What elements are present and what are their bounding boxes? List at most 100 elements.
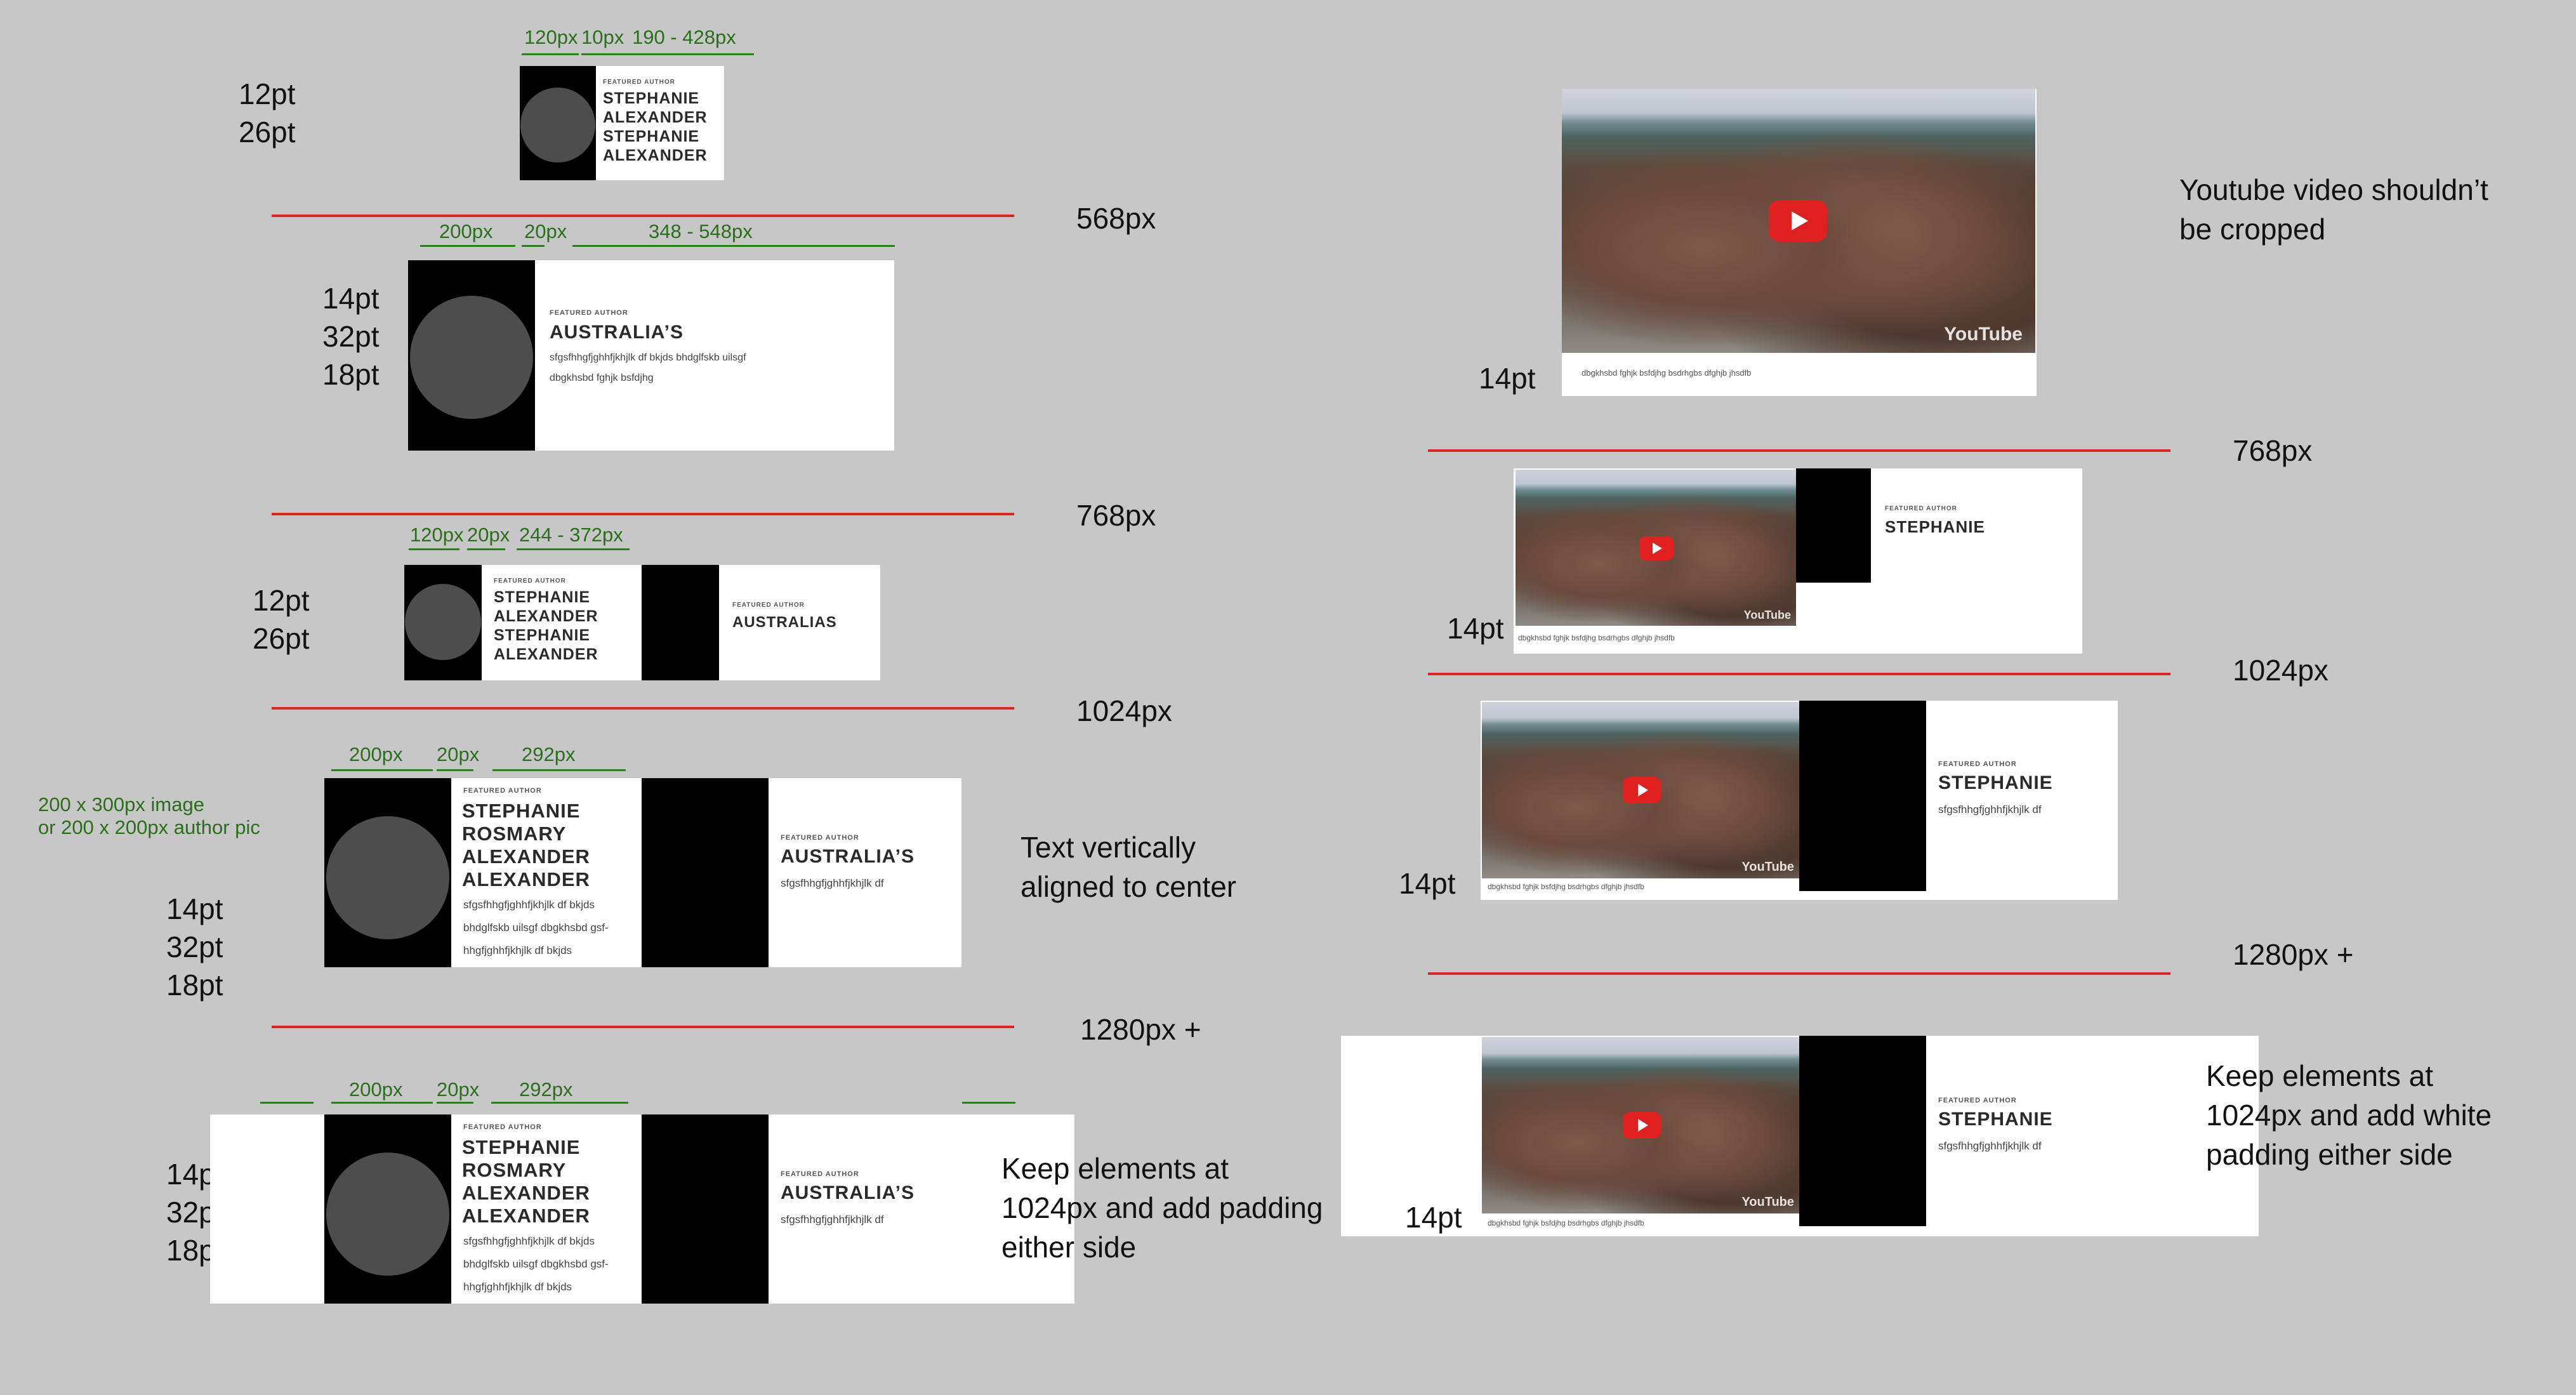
author-name: AUSTRALIA’S: [550, 322, 684, 343]
featured-author-label: FEATURED AUTHOR: [732, 602, 805, 609]
author-name: AUSTRALIA’S: [781, 846, 915, 867]
featured-author-label: FEATURED AUTHOR: [494, 578, 566, 585]
secondary-image: [1796, 468, 1871, 583]
note-keep-padding: Keep elements at 1024px and add padding …: [1001, 1152, 1323, 1264]
dim-label-200: 200px: [349, 743, 403, 765]
author-name: STEPHANIE: [1938, 1109, 2053, 1130]
youtube-video[interactable]: YouTube: [1516, 470, 1796, 626]
youtube-video[interactable]: YouTube: [1482, 702, 1799, 878]
breakpoint-line: [272, 707, 1014, 710]
featured-author-label: FEATURED AUTHOR: [463, 1123, 542, 1131]
breakpoint-line: [1428, 972, 2170, 975]
author-name: STEPHANIE ROSMARY ALEXANDER ALEXANDER: [462, 800, 590, 890]
play-icon[interactable]: [1769, 200, 1827, 242]
featured-author-label: FEATURED AUTHOR: [781, 834, 859, 842]
featured-author-label: FEATURED AUTHOR: [603, 79, 675, 86]
play-icon[interactable]: [1623, 777, 1661, 803]
youtube-video[interactable]: YouTube: [1482, 1037, 1799, 1213]
dim-underline: [962, 1102, 1015, 1104]
secondary-image: [642, 778, 769, 967]
secondary-image: [642, 565, 719, 680]
author-bio: sfgsfhhgfjghhfjkhjlk df bkjds bhdglfskb …: [463, 899, 609, 956]
youtube-logo-icon: YouTube: [1741, 860, 1794, 874]
featured-author-label: FEATURED AUTHOR: [463, 787, 542, 795]
dim-label-20: 20px: [467, 524, 510, 546]
dim-label-10: 10px: [581, 26, 624, 48]
author-bio: sfgsfhhgfjghhfjkhjlk df bkjds bhdglfskb …: [550, 352, 746, 383]
video-caption: dbgkhsbd fghjk bsfdjhg bsdrhgbs dfghjb j…: [1488, 882, 1644, 891]
dim-underline: [522, 245, 545, 247]
breakpoint-line: [1428, 673, 2170, 675]
youtube-video[interactable]: YouTube: [1562, 89, 2035, 353]
note-vertical-center: Text vertically aligned to center: [1020, 831, 1237, 903]
note-youtube-not-cropped: Youtube video shouldn’t be cropped: [2179, 173, 2488, 246]
dim-underline: [622, 53, 754, 55]
breakpoint-line: [272, 1026, 1014, 1028]
dim-label-20: 20px: [437, 743, 480, 765]
dim-label-292: 292px: [522, 743, 576, 765]
dim-underline: [260, 1102, 314, 1104]
breakpoint-label-568: 568px: [1076, 202, 1156, 235]
featured-author-label: FEATURED AUTHOR: [781, 1170, 859, 1178]
dim-label-292: 292px: [519, 1078, 573, 1101]
note-image-size: 200 x 300px image or 200 x 200px author …: [38, 793, 260, 838]
author-avatar: [410, 296, 533, 419]
youtube-logo-icon: YouTube: [1741, 1195, 1794, 1209]
author-name: STEPHANIE ALEXANDER STEPHANIE ALEXANDER: [603, 89, 708, 164]
featured-author-label: FEATURED AUTHOR: [1938, 760, 2017, 768]
author-avatar: [326, 1153, 449, 1276]
secondary-image: [642, 1114, 769, 1304]
secondary-image: [1799, 1036, 1926, 1226]
breakpoint-label-1024: 1024px: [2233, 654, 2328, 687]
font-size-label: 14pt: [166, 892, 223, 925]
font-size-label: 14pt: [1447, 612, 1504, 645]
video-caption: dbgkhsbd fghjk bsfdjhg bsdrhgbs dfghjb j…: [1518, 633, 1675, 642]
font-size-label: 32pt: [166, 930, 223, 963]
breakpoint-label-1280: 1280px +: [2233, 938, 2354, 971]
font-size-label: 18pt: [166, 969, 223, 1002]
dim-underline: [409, 548, 459, 550]
dim-underline: [581, 53, 624, 55]
author-avatar: [405, 584, 481, 660]
play-icon[interactable]: [1623, 1112, 1661, 1139]
dim-underline: [492, 769, 626, 771]
dim-underline: [437, 1102, 473, 1104]
dim-label-244-372: 244 - 372px: [519, 524, 623, 546]
dim-label-120: 120px: [410, 524, 464, 546]
dim-label-20: 20px: [524, 220, 567, 242]
youtube-logo-icon: YouTube: [1944, 324, 2023, 345]
dim-underline: [420, 245, 515, 247]
dim-underline: [467, 548, 505, 550]
video-caption: dbgkhsbd fghjk bsfdjhg bsdrhgbs dfghjb j…: [1582, 368, 1752, 378]
breakpoint-label-1280: 1280px +: [1080, 1013, 1201, 1046]
author-name: STEPHANIE: [1938, 772, 2053, 793]
font-size-label: 18pt: [322, 358, 380, 391]
video-caption: dbgkhsbd fghjk bsfdjhg bsdrhgbs dfghjb j…: [1488, 1219, 1644, 1227]
dim-label-348-548: 348 - 548px: [649, 220, 753, 242]
author-name: AUSTRALIA’S: [781, 1182, 915, 1203]
font-size-label: 14pt: [322, 282, 380, 315]
youtube-logo-icon: YouTube: [1743, 609, 1791, 621]
author-name: STEPHANIE ALEXANDER STEPHANIE ALEXANDER: [494, 588, 598, 663]
dim-label-200: 200px: [349, 1078, 403, 1101]
dim-label-190-428: 190 - 428px: [632, 26, 736, 48]
font-size-label: 14pt: [1479, 362, 1536, 395]
breakpoint-line: [272, 513, 1014, 515]
author-bio: sfgsfhhgfjghhfjkhjlk df: [1938, 1140, 2042, 1152]
play-icon[interactable]: [1639, 536, 1674, 560]
dim-label-120: 120px: [524, 26, 578, 48]
author-bio: sfgsfhhgfjghhfjkhjlk df bkjds bhdglfskb …: [463, 1235, 609, 1293]
dim-underline: [437, 769, 473, 771]
font-size-label: 12pt: [239, 77, 296, 110]
breakpoint-label-768: 768px: [2233, 434, 2313, 467]
dim-underline: [331, 769, 433, 771]
font-size-label: 32pt: [322, 320, 380, 353]
note-keep-white-padding: Keep elements at 1024px and add white pa…: [2206, 1059, 2492, 1171]
author-avatar: [326, 816, 449, 939]
dim-underline: [572, 245, 895, 247]
font-size-label: 26pt: [239, 116, 296, 149]
font-size-label: 12pt: [253, 584, 310, 617]
secondary-image: [1799, 701, 1926, 891]
breakpoint-line: [1428, 449, 2170, 452]
author-name: STEPHANIE: [1885, 517, 1985, 536]
